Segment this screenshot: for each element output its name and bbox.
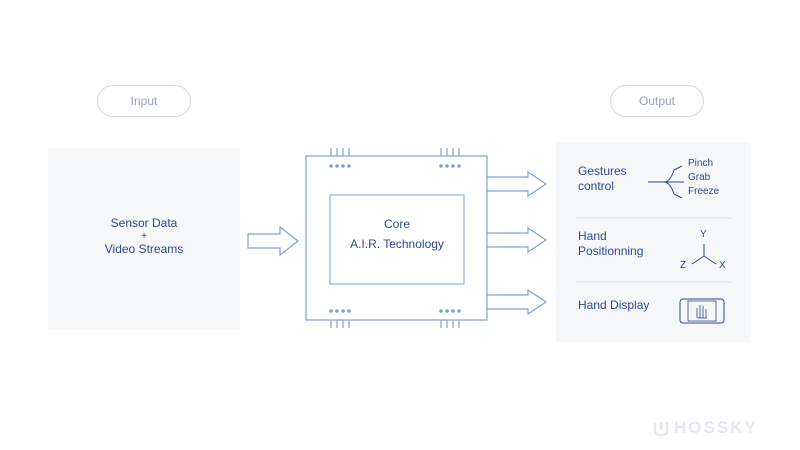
axis-z-label: Z: [680, 260, 687, 271]
hand-display-label: Hand Display: [578, 298, 650, 312]
chip-pins-top-right: [440, 148, 460, 156]
video-streams-label: Video Streams: [104, 242, 184, 256]
hand-icon: [696, 305, 707, 319]
chip-pins-top-left: [330, 148, 350, 156]
chip-pins-bottom-left: [330, 320, 350, 328]
core-box: [329, 194, 465, 285]
output-panel: [556, 142, 750, 342]
gesture-grab: Grab: [688, 172, 711, 183]
axis-y-label: Y: [700, 229, 707, 240]
plus-label: +: [141, 231, 147, 242]
positioning-line1: Hand: [578, 229, 607, 243]
input-arrow: [247, 225, 299, 257]
output-label: Output: [638, 94, 676, 108]
chip-body: [305, 155, 488, 321]
axis-x-label: X: [719, 260, 726, 271]
watermark-logo-icon: [653, 422, 669, 437]
tablet-screen: [687, 300, 717, 322]
core-subtitle: A.I.R. Technology: [350, 237, 444, 251]
positioning-line2: Positionning: [578, 244, 644, 258]
gestures-line1: Gestures: [578, 164, 627, 178]
input-label: Input: [130, 94, 158, 108]
core-text: Core A.I.R. Technology: [330, 195, 464, 284]
output-arrow-2: [487, 226, 548, 254]
axes-icon: [691, 244, 717, 265]
gesture-freeze: Freeze: [688, 186, 720, 197]
output-pill: Output: [610, 85, 704, 117]
watermark: HOSSKY: [652, 418, 758, 438]
tablet-icon: [679, 298, 725, 324]
chip-pins-bottom-right: [440, 320, 460, 328]
input-panel-text: Sensor Data + Video Streams: [48, 216, 240, 257]
core-title: Core: [383, 217, 410, 231]
positioning-label: Hand Positionning: [578, 229, 643, 259]
sensor-data-label: Sensor Data: [110, 216, 178, 230]
watermark-text: HOSSKY: [674, 418, 758, 437]
output-arrow-1: [487, 170, 548, 198]
input-pill: Input: [97, 85, 191, 117]
gestures-line2: control: [578, 179, 615, 193]
gestures-label: Gestures control: [578, 164, 627, 194]
input-panel: Sensor Data + Video Streams: [48, 148, 240, 330]
gesture-pinch: Pinch: [688, 158, 714, 169]
output-arrow-3: [487, 288, 548, 316]
gesture-branch-icon: [648, 165, 684, 199]
